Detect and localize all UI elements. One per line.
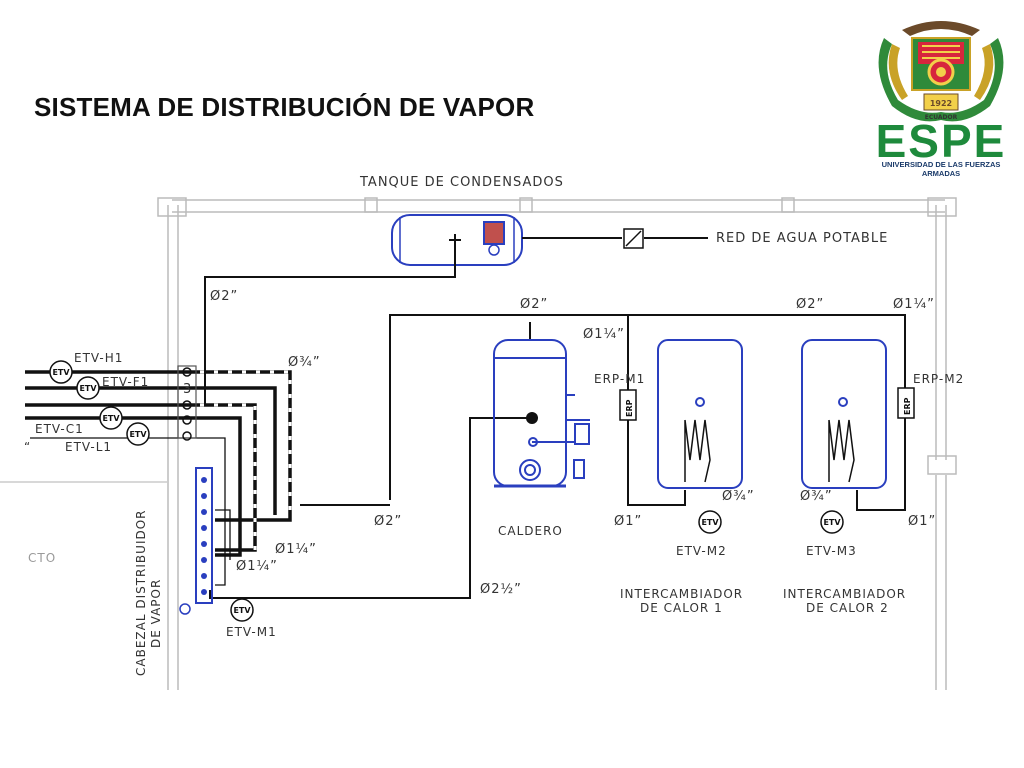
label-etv-m3: ETV-M3	[806, 544, 857, 558]
thin-pipes	[30, 437, 231, 586]
etv-tags: ETV ETV ETV ETV ETV ETV ETV	[52, 368, 841, 615]
label-red-agua: RED DE AGUA POTABLE	[716, 231, 888, 246]
label-erp-m2: ERP-M2	[913, 372, 964, 386]
heavy-pipes	[25, 370, 292, 557]
boiler	[493, 339, 590, 488]
label-etv-f1: ETV-F1	[102, 375, 149, 389]
label-cto: CTO	[28, 551, 56, 565]
label-inter2-a: INTERCAMBIADOR	[783, 587, 906, 601]
label-d114-right: Ø1¼”	[893, 297, 935, 312]
etv-instruments	[49, 360, 844, 622]
label-erp-m1: ERP-M1	[594, 372, 645, 386]
label-cabezal-b: DE VAPOR	[149, 579, 163, 648]
label-d2-top: Ø2”	[210, 289, 238, 304]
label-tanque: TANQUE DE CONDENSADOS	[359, 175, 564, 190]
label-d212: Ø2½”	[480, 582, 522, 597]
label-etv-l1: ETV-L1	[65, 440, 112, 454]
label-etv-m2: ETV-M2	[676, 544, 727, 558]
steam-manifold: 3	[177, 365, 213, 615]
label-d1-left: Ø1”	[614, 514, 642, 529]
dashed-pipes	[390, 314, 906, 505]
label-d34-m2: Ø¾”	[722, 489, 755, 504]
label-d114-mid: Ø1¼”	[583, 327, 625, 342]
svg-text:ETV: ETV	[823, 518, 841, 527]
boiler-outlet-node	[526, 412, 538, 424]
svg-text:ETV: ETV	[233, 606, 251, 615]
svg-text:ETV: ETV	[701, 518, 719, 527]
label-side-mark: “	[24, 440, 31, 454]
condensate-tank	[391, 214, 523, 266]
label-d114-a: Ø1¼”	[275, 542, 317, 557]
label-d114-b: Ø1¼”	[236, 559, 278, 574]
slide-title: SISTEMA DE DISTRIBUCIÓN DE VAPOR	[34, 92, 535, 122]
manifold-number: 3	[183, 382, 192, 397]
label-d34-m3: Ø¾”	[800, 489, 833, 504]
heat-exchanger-1	[657, 339, 743, 489]
label-d2-right: Ø2”	[796, 297, 824, 312]
label-etv-m1: ETV-M1	[226, 625, 277, 639]
label-d34-left: Ø¾”	[288, 355, 321, 370]
svg-text:ETV: ETV	[102, 414, 120, 423]
erp-m1-valve: ERP	[619, 389, 637, 421]
check-valve-icon	[623, 228, 644, 249]
heavy-dashes	[200, 370, 292, 550]
svg-text:ETV: ETV	[129, 430, 147, 439]
label-etv-c1: ETV-C1	[35, 422, 84, 436]
label-d2-center: Ø2”	[520, 297, 548, 312]
logo-country: ECUADOR	[925, 114, 958, 121]
logo-brand: ESPE	[875, 115, 1007, 167]
espe-crest-icon: 1922 ECUADOR	[878, 21, 1004, 122]
label-etv-h1: ETV-H1	[74, 351, 123, 365]
label-d1-right: Ø1”	[908, 514, 936, 529]
svg-text:ETV: ETV	[52, 368, 70, 377]
label-inter1-b: DE CALOR 1	[640, 601, 723, 615]
svg-text:ETV: ETV	[79, 384, 97, 393]
label-caldero: CALDERO	[498, 524, 563, 538]
erp-m2-valve: ERP	[897, 387, 915, 419]
label-cabezal-a: CABEZAL DISTRIBUIDOR	[134, 509, 148, 676]
logo-subtitle: UNIVERSIDAD DE LAS FUERZAS ARMADAS	[881, 160, 1001, 178]
erp-m2-text: ERP	[903, 397, 912, 415]
heat-exchanger-2	[801, 339, 887, 489]
building-walls	[0, 197, 957, 690]
logo-year: 1922	[930, 99, 952, 108]
erp-m1-text: ERP	[625, 399, 634, 417]
label-inter2-b: DE CALOR 2	[806, 601, 889, 615]
label-d2-lower: Ø2”	[374, 514, 402, 529]
label-inter1-a: INTERCAMBIADOR	[620, 587, 743, 601]
